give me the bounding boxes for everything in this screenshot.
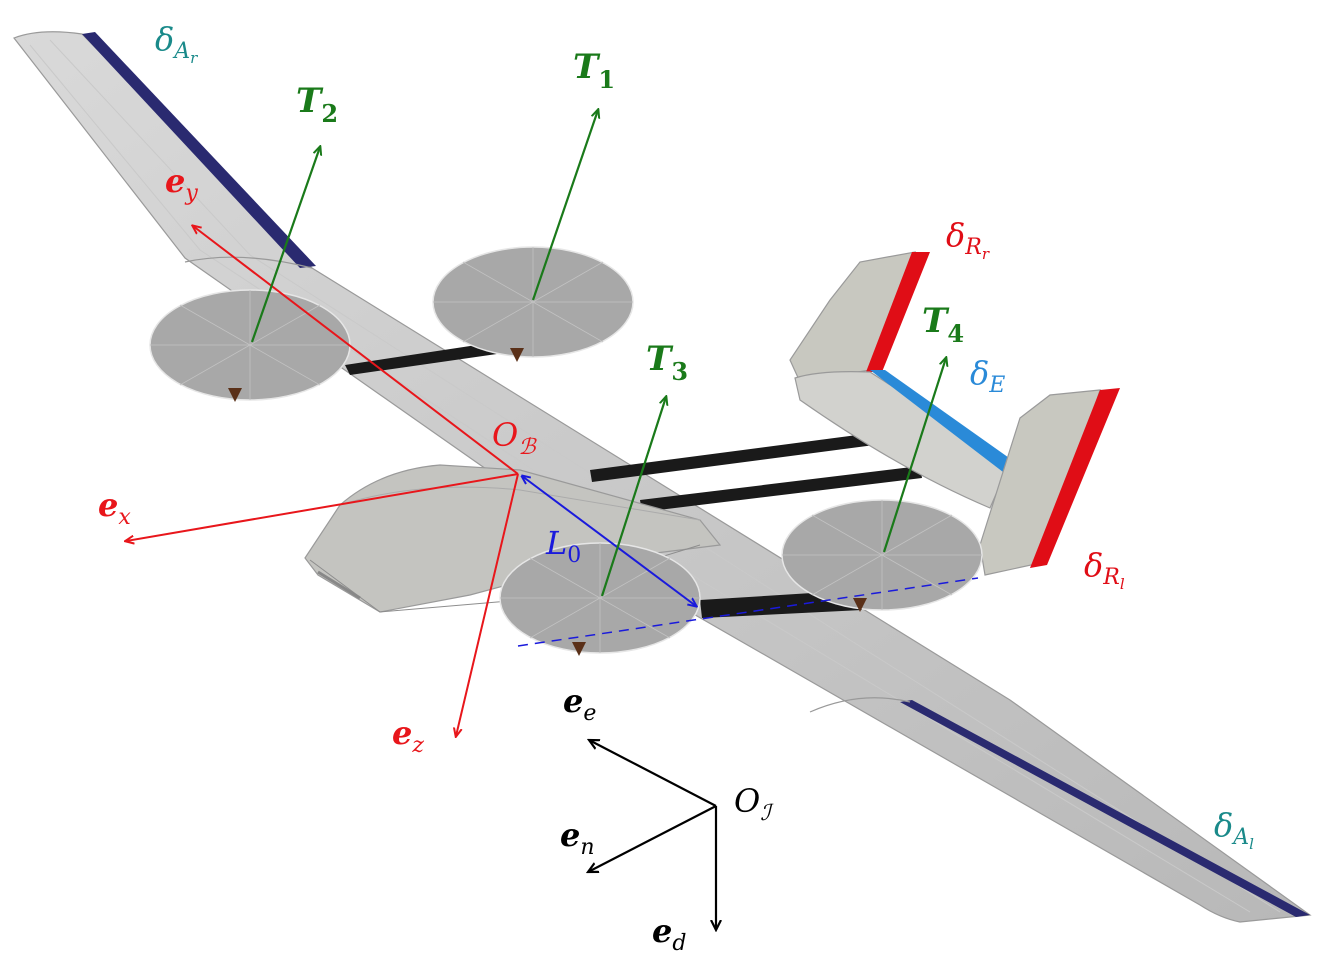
left-aileron [900,700,1310,917]
label-e-y: ey [165,162,198,206]
e-x-arrow [126,473,519,541]
rotor-reference-line [517,577,979,647]
e-n-arrow [588,805,717,872]
propeller-2 [149,289,351,402]
t4-arrow [882,358,946,553]
t1-arrow [531,110,598,301]
label-delta-ar: δAr [155,20,198,67]
propeller-3 [499,542,701,656]
label-o-i: Oℐ [734,782,774,826]
label-o-b: Oℬ [492,416,537,460]
e-y-arrow [193,226,519,475]
rudder-right [866,252,930,372]
label-e-x: ex [98,486,131,530]
label-e-n: en [560,816,595,860]
rudder-left [1030,388,1120,568]
label-delta-rl: δRl [1084,546,1125,593]
label-e-e: ee [563,682,596,726]
right-aileron [82,32,316,268]
tail-boom-mid [590,432,882,482]
t3-arrow [600,397,666,597]
label-e-d: ed [652,912,686,956]
label-t3: T3 [646,339,688,386]
label-delta-al: δAl [1214,806,1254,853]
e-e-arrow [589,740,717,807]
label-t1: T1 [573,47,615,94]
label-delta-rr: δRr [946,216,990,263]
tail-boom-low [640,466,922,512]
propeller-1 [432,246,634,362]
e-z-arrow [456,473,519,736]
horizontal-tail [794,371,1011,509]
aircraft-model [13,31,1312,923]
propeller-4 [781,499,983,612]
t2-arrow [250,147,320,343]
label-t2: T2 [296,81,338,128]
label-delta-e: δE [970,354,1005,398]
label-t4: T4 [922,301,964,348]
label-e-z: ez [392,714,424,758]
l0-arrow [522,476,696,606]
elevator [870,370,1012,472]
label-l0: L0 [545,524,581,568]
